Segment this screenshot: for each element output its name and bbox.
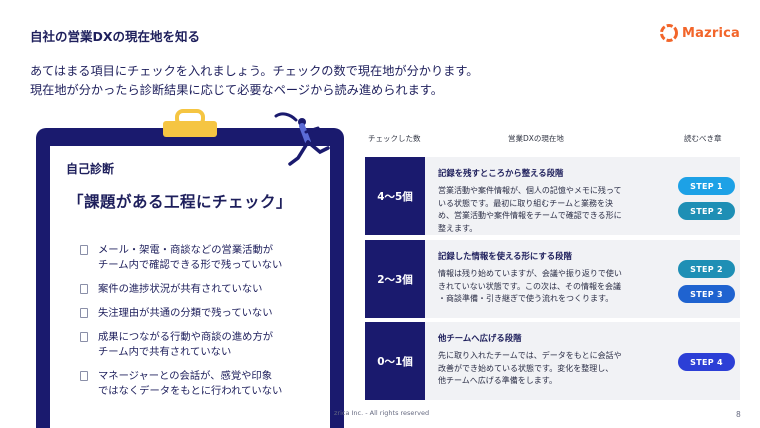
step-4-button[interactable]: STEP 4 [678, 353, 735, 371]
intro-text: あてはまる項目にチェックを入れましょう。チェックの数で現在地が分かります。 現在… [30, 62, 479, 100]
runner-illustration-icon [274, 112, 330, 166]
checklist-item-text: メール・架電・商談などの営業活動が [98, 244, 274, 256]
checklist-item[interactable]: 失注理由が共通の分類で残っていない [80, 306, 325, 321]
stage-description-line: め、営業活動や案件情報をチームで確認できる形に [438, 211, 622, 220]
step-2-button[interactable]: STEP 2 [678, 202, 735, 220]
mazrica-logo-icon [660, 24, 678, 42]
stage-description-line: 他チームへ広げる準備をします。 [438, 376, 557, 385]
stage-description-line: ・商談準備・引き継ぎで使う流れをつくります。 [438, 294, 614, 303]
checklist-item-text: ではなくデータをもとに行われていない [98, 385, 283, 397]
copyright-text: zrica Inc. - All rights reserved [334, 409, 430, 417]
stage-title: 他チームへ広げる段階 [438, 333, 522, 343]
checklist-item-text: チーム内で共有されていない [98, 346, 232, 358]
checklist-item-text: マネージャーとの会話が、感覚や印象 [98, 370, 273, 382]
checklist-item-text: 案件の進捗状況が共有されていない [98, 283, 263, 295]
clipboard-paper [50, 146, 330, 428]
logo-text: Mazrica [682, 25, 741, 41]
header-read-chapter: 読むべき章 [684, 134, 722, 143]
page-number: 8 [736, 410, 741, 419]
stage-row: 4〜5個 記録を残すところから整える段階 営業活動や案件情報が、個人の記憶やメモ… [365, 157, 740, 235]
self-diagnosis-label: 自己診断 [66, 162, 115, 176]
checklist-heading: 「課題がある工程にチェック」 [68, 193, 293, 211]
stage-description-line: 情報は残り始めていますが、会議や振り返りで使い [438, 269, 622, 278]
checklist: メール・架電・商談などの営業活動が チーム内で確認できる形で残っていない 案件の… [80, 243, 325, 408]
checklist-item[interactable]: メール・架電・商談などの営業活動が チーム内で確認できる形で残っていない [80, 243, 325, 273]
intro-line-2: 現在地が分かったら診断結果に応じて必要なページから読み進められます。 [30, 83, 443, 97]
stage-count: 2〜3個 [365, 240, 425, 318]
step-2-button[interactable]: STEP 2 [678, 260, 735, 278]
stage-description-line: 改善ができ始めている状態です。変化を整理し、 [438, 363, 614, 373]
checkbox[interactable] [80, 332, 88, 342]
page-title: 自社の営業DXの現在地を知る [30, 29, 201, 44]
checkbox[interactable] [80, 284, 88, 294]
step-1-button[interactable]: STEP 1 [678, 177, 735, 195]
stage-title: 記録した情報を使える形にする段階 [438, 251, 572, 261]
stage-description-line: 営業活動や案件情報が、個人の記憶やメモに残って [438, 186, 622, 195]
stage-description-line: 整えます。 [438, 223, 478, 233]
checklist-item-text: 成果につながる行動や商談の進め方が [98, 331, 274, 343]
stage-description: 先に取り入れたチームでは、データをもとに会話や 改善ができ始めている状態です。変… [438, 350, 658, 388]
checklist-item-text: 失注理由が共通の分類で残っていない [98, 307, 273, 319]
checklist-item[interactable]: 案件の進捗状況が共有されていない [80, 282, 325, 297]
mazrica-logo: Mazrica [659, 22, 740, 44]
checkbox[interactable] [80, 371, 88, 381]
header-check-count: チェックした数 [368, 134, 421, 143]
checklist-item-text: チーム内で確認できる形で残っていない [98, 259, 283, 271]
checkbox[interactable] [80, 245, 88, 255]
stage-count: 0〜1個 [365, 322, 425, 400]
stage-title: 記録を残すところから整える段階 [438, 168, 564, 178]
checkbox[interactable] [80, 308, 88, 318]
stage-description-line: いる状態です。最初に取り組むチームと業務を決 [438, 198, 613, 208]
stage-row: 0〜1個 他チームへ広げる段階 先に取り入れたチームでは、データをもとに会話や … [365, 322, 740, 400]
clipboard-clip-icon [163, 109, 217, 137]
stage-count: 4〜5個 [365, 157, 425, 235]
header-current-stage: 営業DXの現在地 [508, 134, 564, 143]
stage-description: 営業活動や案件情報が、個人の記憶やメモに残って いる状態です。最初に取り組むチー… [438, 185, 658, 235]
stage-description-line: 先に取り入れたチームでは、データをもとに会話や [438, 351, 622, 360]
stage-description: 情報は残り始めていますが、会議や振り返りで使い きれていない状態です。この次は、… [438, 268, 658, 306]
step-3-button[interactable]: STEP 3 [678, 285, 735, 303]
checklist-item[interactable]: 成果につながる行動や商談の進め方が チーム内で共有されていない [80, 330, 325, 360]
stage-description-line: きれていない状態です。この次は、その情報を会議 [438, 281, 621, 291]
intro-line-1: あてはまる項目にチェックを入れましょう。チェックの数で現在地が分かります。 [30, 64, 479, 78]
checklist-item[interactable]: マネージャーとの会話が、感覚や印象 ではなくデータをもとに行われていない [80, 369, 325, 399]
stage-row: 2〜3個 記録した情報を使える形にする段階 情報は残り始めていますが、会議や振り… [365, 240, 740, 318]
